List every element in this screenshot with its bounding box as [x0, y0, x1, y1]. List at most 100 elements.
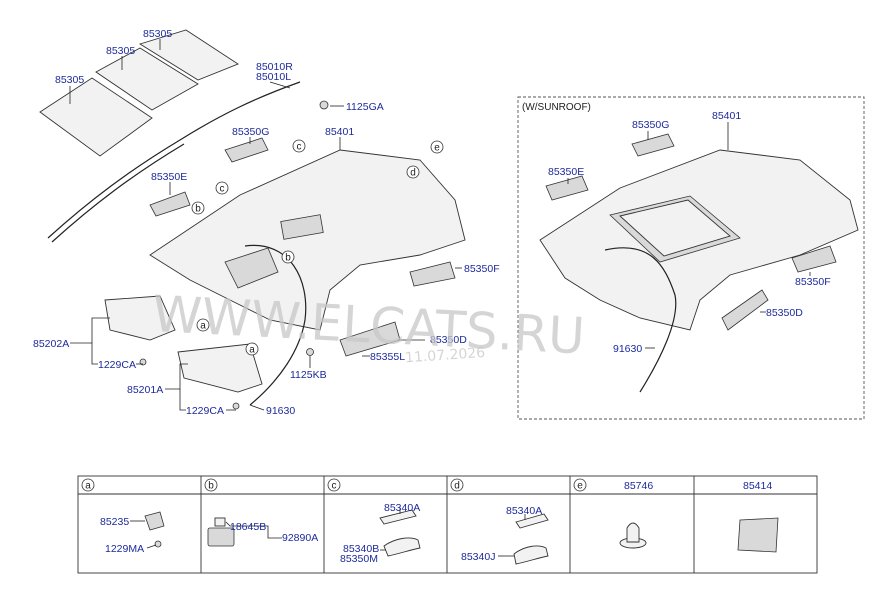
- svg-text:d: d: [454, 481, 460, 492]
- airbag-85010[interactable]: [47, 81, 301, 239]
- cell-c-label-85350m: 85350M: [340, 553, 378, 565]
- cell-b-lamp-92890a[interactable]: [207, 527, 235, 547]
- label-85350e: 85350E: [151, 171, 187, 183]
- cell-c-handle-85340b[interactable]: [383, 537, 421, 557]
- inset-bracket-85350e[interactable]: [545, 175, 589, 201]
- cell-e-clip-85746[interactable]: [619, 522, 647, 549]
- label-85350g: 85350G: [232, 126, 269, 138]
- label-85305-left: 85305: [55, 74, 84, 86]
- svg-text:a: a: [249, 345, 255, 356]
- ref-markers: c c b d e b a a: [191, 139, 444, 356]
- bracket-85350e[interactable]: [149, 191, 191, 217]
- label-1229ca-1: 1229CA: [98, 359, 136, 371]
- table-header-c: [327, 478, 341, 492]
- screw-1229ca-1[interactable]: [139, 358, 147, 366]
- main-part-labels: 85305 85305 85305 85010R 85010L 1125GA 8…: [33, 28, 500, 417]
- table-border: [77, 475, 818, 574]
- cell-b-bulb-18645b[interactable]: [214, 517, 226, 527]
- label-85305-mid: 85305: [106, 45, 135, 57]
- inset-label-85401: 85401: [712, 110, 741, 122]
- label-1229ca-2: 1229CA: [186, 405, 224, 417]
- label-85201a: 85201A: [127, 384, 163, 396]
- svg-text:e: e: [434, 143, 440, 154]
- visor-85202a[interactable]: [104, 295, 176, 341]
- cell-c-handle-85340a[interactable]: [379, 509, 417, 525]
- bracket-85350f[interactable]: [409, 261, 456, 287]
- cell-d-label-85340j: 85340J: [461, 551, 495, 563]
- svg-text:a: a: [85, 481, 91, 492]
- overhead-console: [224, 247, 279, 289]
- label-85401: 85401: [325, 126, 354, 138]
- inset-sunroof-glass: [619, 199, 731, 257]
- map-lamp-housing: [280, 214, 324, 240]
- headliner-main: [149, 137, 466, 406]
- label-85010r: 85010R: [256, 61, 293, 73]
- svg-text:c: c: [332, 481, 337, 492]
- watermark-date: 11.07.2026: [405, 345, 486, 367]
- cell-a-lamp-85235[interactable]: [144, 511, 165, 531]
- cell-b-label-18645b: 18645B: [230, 521, 266, 533]
- cell-b-label-92890a: 92890A: [282, 532, 318, 544]
- ref-b-1: [191, 201, 205, 215]
- inset-bracket-85350g[interactable]: [631, 133, 675, 157]
- svg-text:b: b: [208, 481, 214, 492]
- sunroof-glass-panels: [39, 29, 239, 157]
- cell-a-label-85235: 85235: [100, 516, 129, 528]
- table-header-85414: 85414: [743, 480, 772, 492]
- cell-a-screw-1229ma[interactable]: [154, 540, 162, 548]
- screw-1229ca-2[interactable]: [232, 402, 240, 410]
- leader-lines: [69, 39, 462, 411]
- svg-text:c: c: [220, 184, 225, 195]
- inset-bracket-85350d[interactable]: [721, 289, 769, 331]
- label-85202a: 85202A: [33, 338, 69, 350]
- cell-pad-85414[interactable]: [737, 517, 779, 553]
- svg-text:e: e: [577, 481, 583, 492]
- ref-c-1: [292, 139, 306, 153]
- panel-85305-mid[interactable]: [95, 47, 199, 111]
- inset-label-85350g: 85350G: [632, 119, 669, 131]
- wiring-91630[interactable]: [244, 244, 307, 406]
- label-85350f: 85350F: [464, 263, 500, 275]
- side-airbag-rail: [47, 81, 329, 243]
- sunroof-inset: (W/SUNROOF) 85350G 85401 85350E 85350F 8…: [517, 96, 865, 420]
- cell-a-label-1229ma: 1229MA: [105, 543, 144, 555]
- label-1125ga: 1125GA: [346, 101, 384, 113]
- inset-label-85350f: 85350F: [795, 276, 831, 288]
- svg-text:c: c: [297, 142, 302, 153]
- inset-label-91630: 91630: [613, 343, 642, 355]
- ref-c-2: [215, 181, 229, 195]
- ref-a-1: [196, 318, 210, 332]
- ref-e: [430, 140, 444, 154]
- clip-1125ga[interactable]: [319, 100, 329, 110]
- clip-1125kb[interactable]: [306, 348, 314, 356]
- label-85010l: 85010L: [256, 71, 291, 83]
- panel-85305-top[interactable]: [138, 29, 239, 81]
- svg-text:d: d: [410, 168, 416, 179]
- svg-text:b: b: [195, 204, 201, 215]
- parts-table: a b c d e 85746 85414 85235 1229MA 18645…: [77, 475, 818, 574]
- label-85350d: 85350D: [430, 334, 467, 346]
- inset-bracket-85350f[interactable]: [791, 245, 837, 273]
- cell-d-handle-85340j[interactable]: [513, 545, 549, 565]
- visor-85201a[interactable]: [177, 343, 263, 393]
- ref-b-2: [281, 250, 295, 264]
- inset-border: [517, 96, 865, 420]
- panel-85305-left[interactable]: [39, 77, 153, 157]
- svg-text:b: b: [285, 253, 291, 264]
- table-header-d: [450, 478, 464, 492]
- ref-a-2: [245, 342, 259, 356]
- table-header-e: [573, 478, 587, 492]
- inset-wiring-91630[interactable]: [604, 247, 677, 393]
- svg-text:a: a: [200, 321, 206, 332]
- cell-d-handle-85340a[interactable]: [515, 513, 549, 529]
- cell-d-label-85340a: 85340A: [506, 505, 542, 517]
- ref-d: [406, 165, 420, 179]
- headliner-85401[interactable]: [149, 149, 466, 331]
- bracket-85350g[interactable]: [224, 137, 269, 163]
- sun-visors: [104, 295, 263, 410]
- table-header-a: [81, 478, 95, 492]
- cell-c-label-85340b: 85340B: [343, 543, 379, 555]
- cell-c-label-85340a: 85340A: [384, 502, 420, 514]
- table-header-b: [204, 478, 218, 492]
